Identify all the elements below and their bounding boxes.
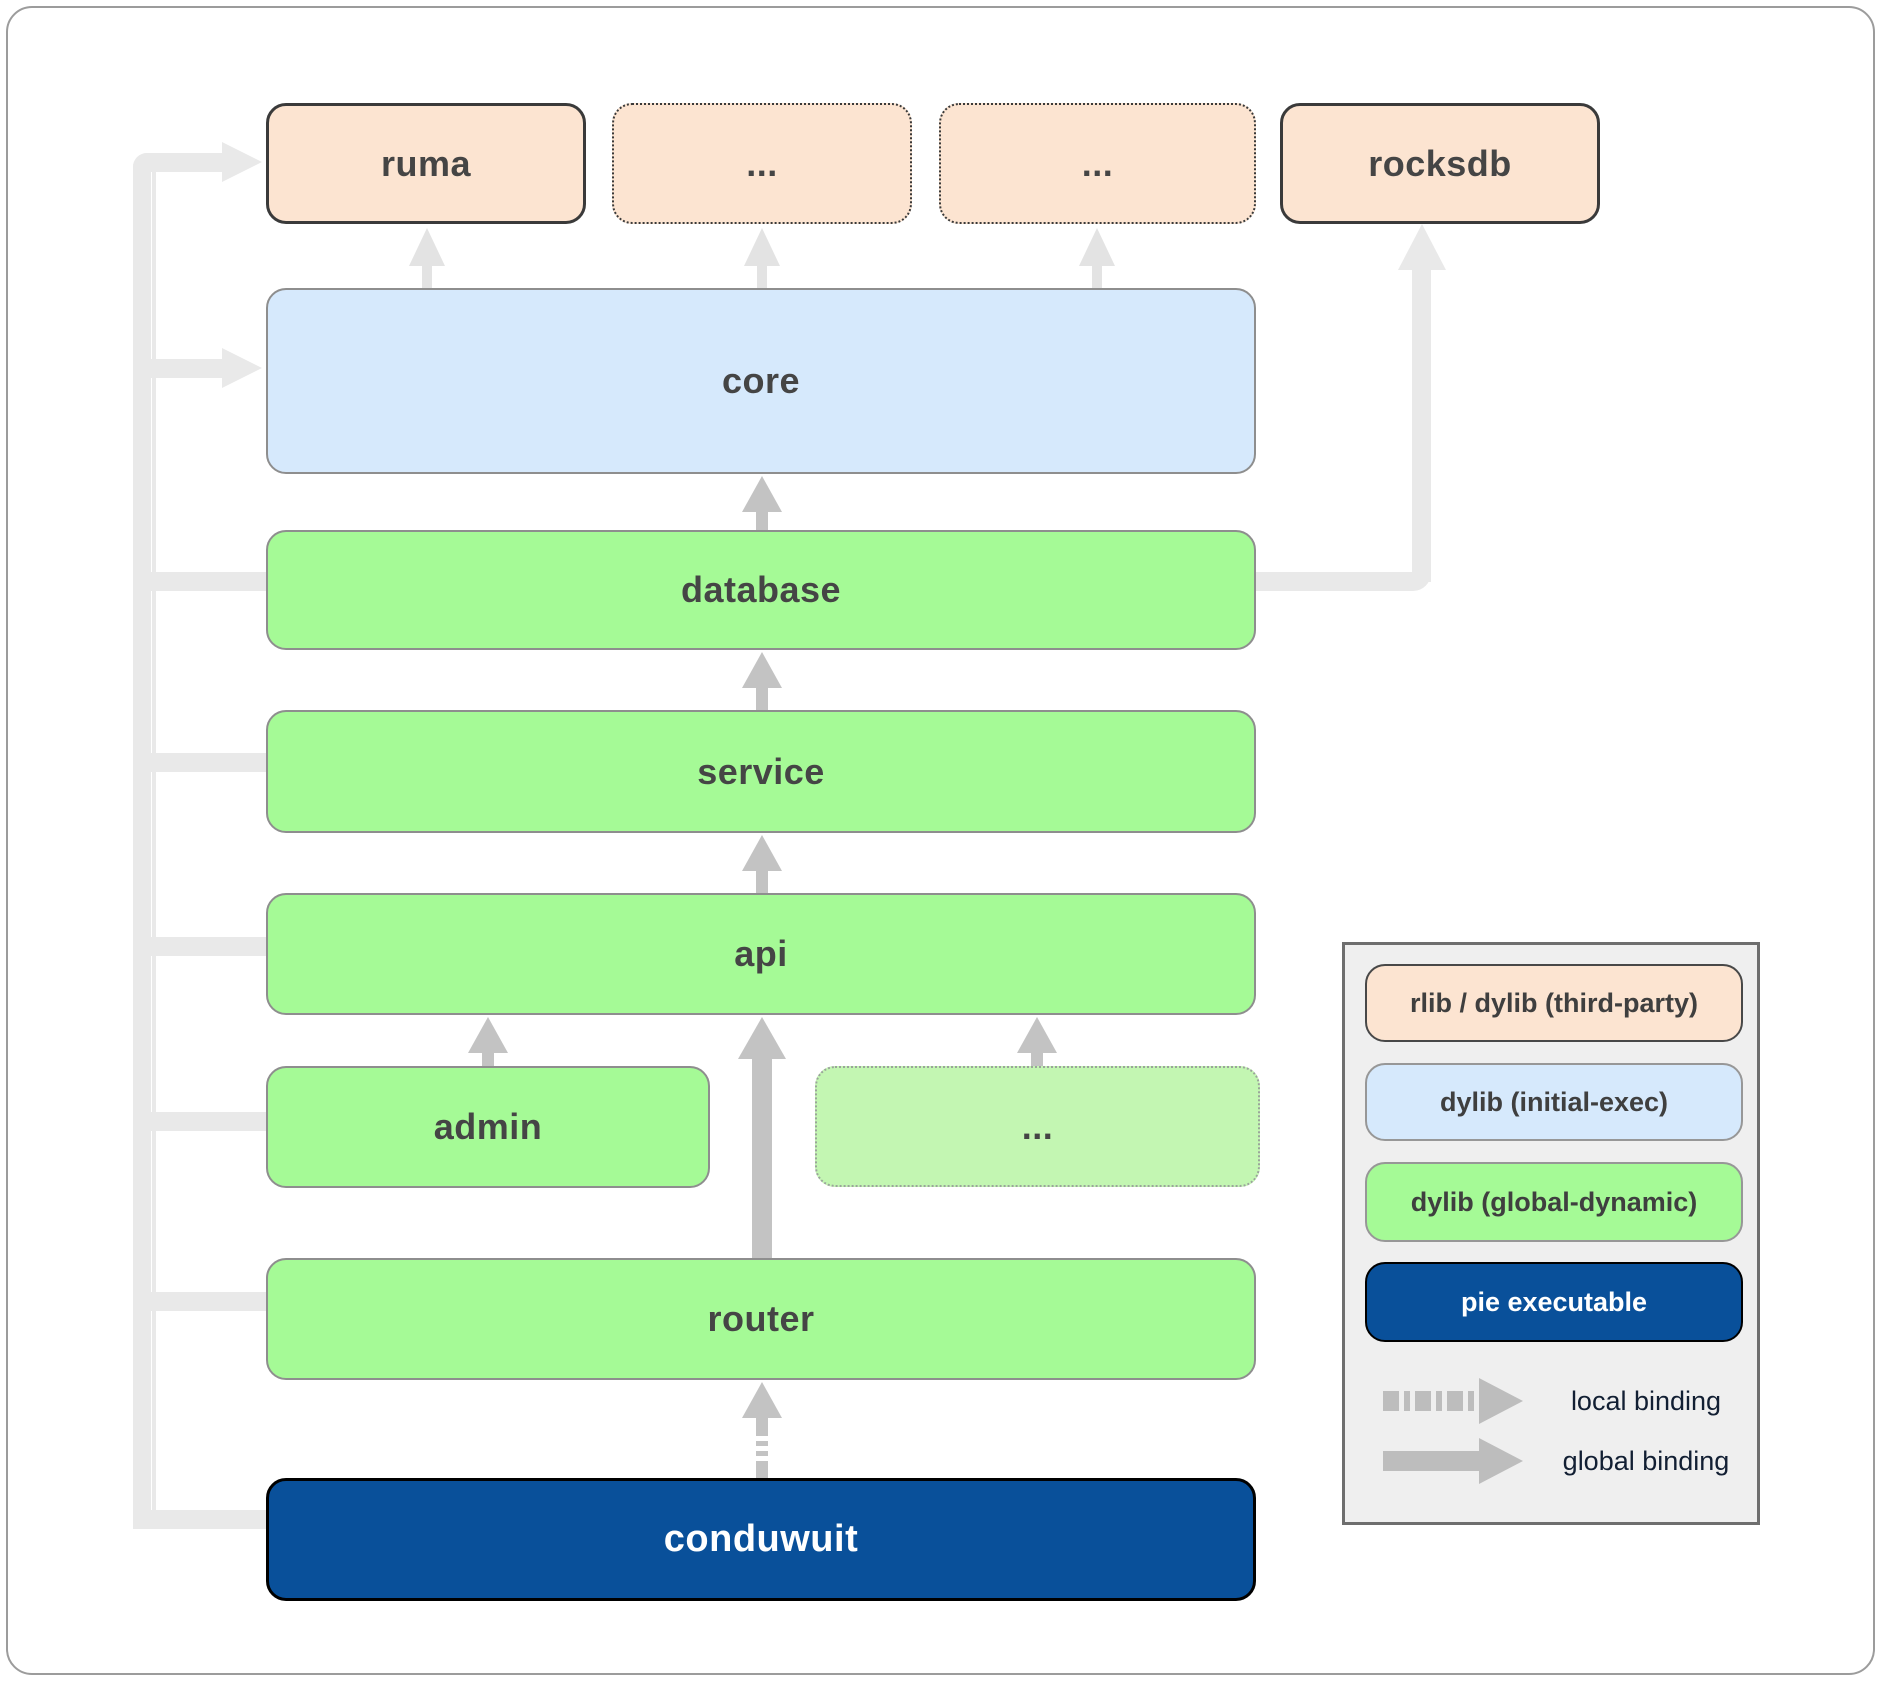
edge-service-to-database-shaft (756, 682, 768, 710)
node-conduwuit: conduwuit (266, 1478, 1256, 1601)
local-binding-arrowhead-icon (1479, 1378, 1523, 1424)
global-binding-arrow-icon (1383, 1451, 1481, 1471)
legend-item-third-party: rlib / dylib (third-party) (1365, 964, 1743, 1042)
legend-item-pie-executable: pie executable (1365, 1262, 1743, 1342)
legend-item-initial-exec: dylib (initial-exec) (1365, 1063, 1743, 1141)
node-dots-top-2: ... (939, 103, 1256, 224)
edge-core-to-dots2-shaft (1092, 260, 1102, 288)
node-router: router (266, 1258, 1256, 1380)
node-service: service (266, 710, 1256, 833)
edge-conduwuit-to-core (133, 359, 224, 378)
edge-conduwuit-to-service (140, 753, 266, 772)
edge-conduwuit-to-router-weak (140, 1292, 266, 1311)
edge-database-to-rocksdb-horizontal (1246, 572, 1431, 591)
node-ruma: ruma (266, 103, 586, 224)
edge-conduwuit-to-router-dashed-shaft (756, 1412, 768, 1478)
edge-api-to-service-shaft (756, 865, 768, 893)
node-dots-mid: ... (815, 1066, 1260, 1187)
edge-router-to-api-shaft (752, 1052, 772, 1258)
edge-conduwuit-to-ruma (133, 153, 224, 172)
edge-admin-to-api-shaft (482, 1047, 494, 1066)
legend-item-global-dynamic: dylib (global-dynamic) (1365, 1162, 1743, 1242)
edge-conduwuit-to-api (140, 937, 266, 956)
local-binding-arrow-icon (1383, 1391, 1481, 1411)
edge-core-to-dots1-shaft (757, 260, 767, 288)
edge-conduwuit-to-admin (140, 1112, 266, 1131)
node-core: core (266, 288, 1256, 474)
edge-conduwuit-out (140, 1510, 266, 1529)
edge-database-to-rocksdb-vertical (1412, 262, 1431, 582)
edge-conduwuit-libs-trunk-inner (152, 172, 156, 1512)
edge-dotsmid-to-api-shaft (1031, 1047, 1043, 1066)
legend-label-global-binding: global binding (1562, 1446, 1730, 1476)
edge-conduwuit-to-database (140, 572, 266, 591)
global-binding-arrowhead-icon (1479, 1438, 1523, 1484)
node-database: database (266, 530, 1256, 650)
legend-label-local-binding: local binding (1570, 1386, 1722, 1416)
node-admin: admin (266, 1066, 710, 1188)
edge-core-to-ruma-shaft (422, 260, 432, 288)
node-dots-top-1: ... (612, 103, 912, 224)
edge-database-to-core-shaft (756, 506, 768, 530)
node-rocksdb: rocksdb (1280, 103, 1600, 224)
node-api: api (266, 893, 1256, 1015)
legend-panel: rlib / dylib (third-party) dylib (initia… (1342, 942, 1760, 1525)
edge-conduwuit-libs-trunk (133, 153, 151, 1529)
